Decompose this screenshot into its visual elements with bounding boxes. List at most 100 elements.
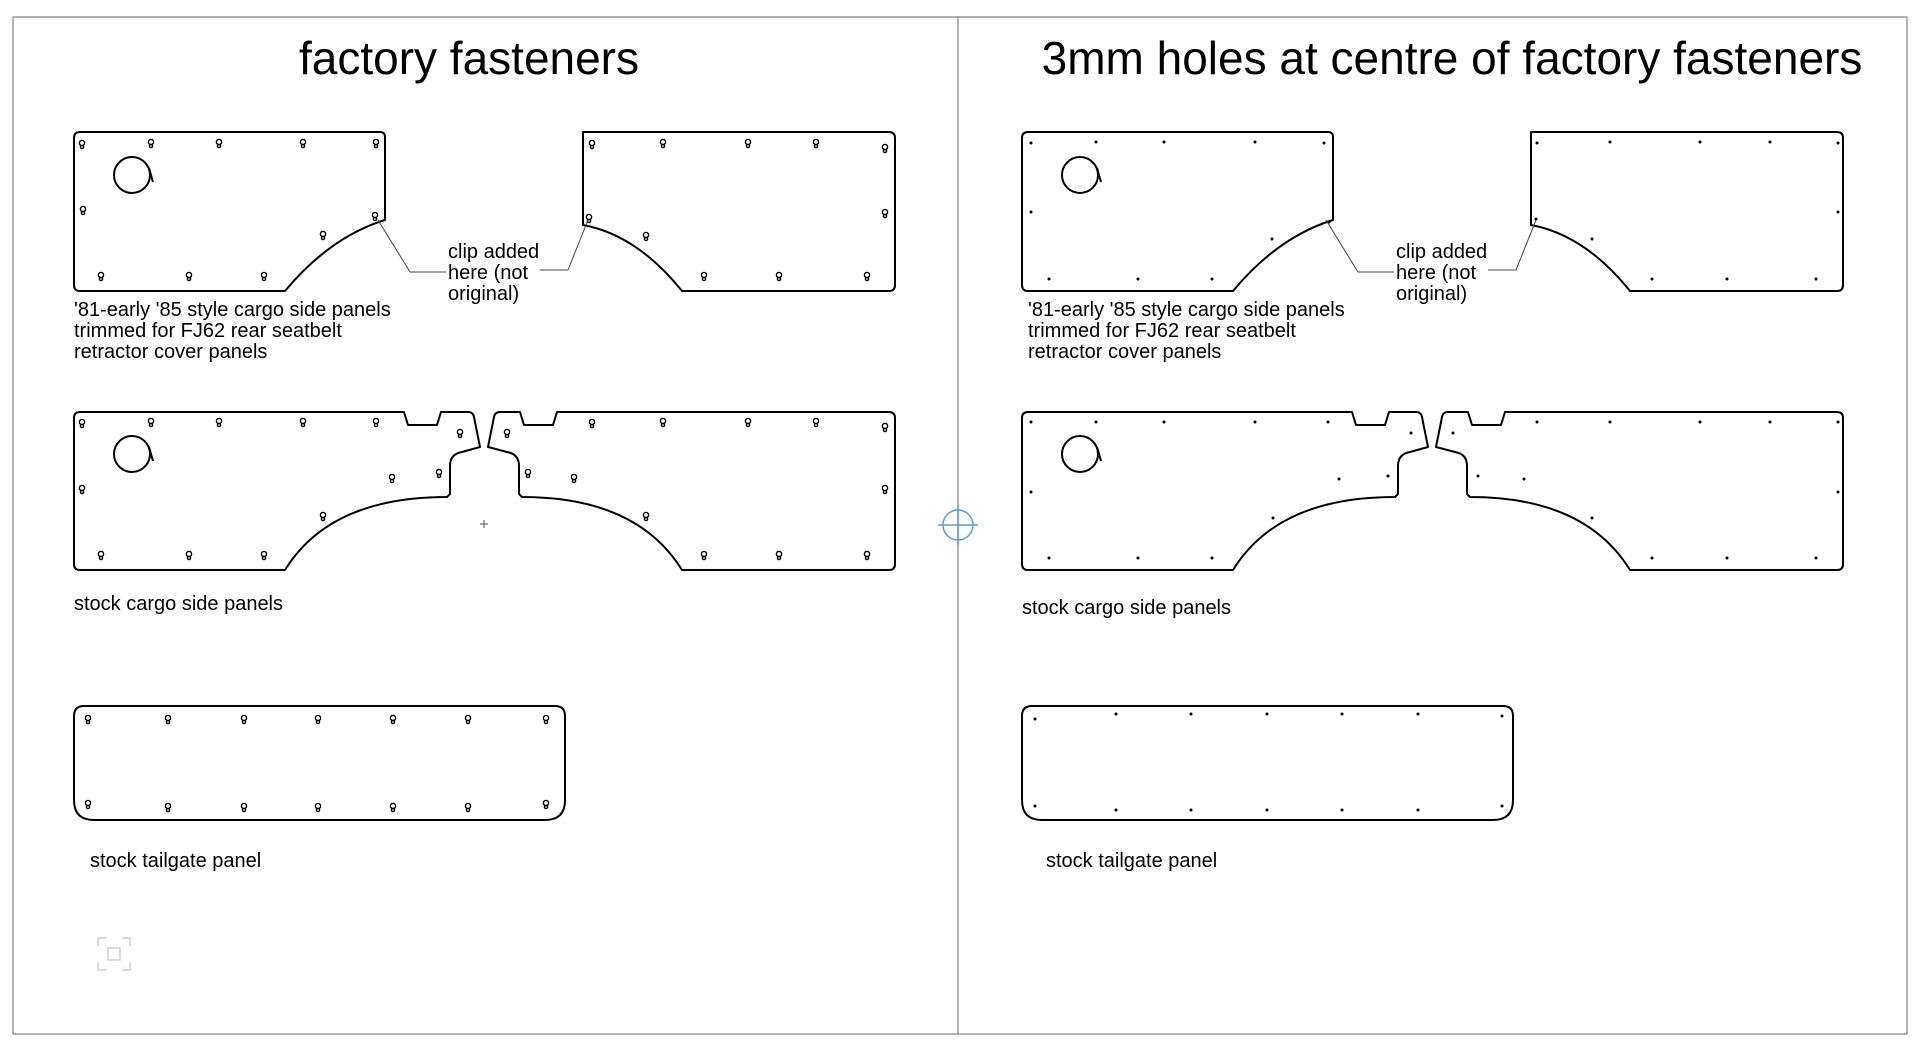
left-cargo-panel-a[interactable] — [73, 411, 481, 571]
fastener-clip — [84, 799, 92, 810]
left-retractor-caption: '81-early '85 style cargo side panels tr… — [74, 299, 396, 363]
fastener-hole — [1033, 804, 1037, 808]
fastener-hole — [1326, 420, 1330, 424]
fastener-hole — [1322, 141, 1326, 145]
fastener-clip — [464, 802, 472, 813]
left-cargo-caption: stock cargo side panels — [74, 593, 283, 615]
left-view: factory fasteners clip added here (not o… — [73, 32, 896, 971]
fastener-clip — [185, 271, 193, 282]
right-retractor-panel-a[interactable] — [1021, 131, 1334, 292]
fastener-clip — [775, 550, 783, 561]
fastener-hole — [1210, 556, 1214, 560]
fastener-hole — [1500, 714, 1504, 718]
fastener-hole — [1029, 420, 1033, 424]
right-cargo-b-holes — [1451, 420, 1840, 560]
fastener-hole — [1836, 210, 1840, 214]
right-tailgate-panel[interactable] — [1021, 705, 1514, 821]
fastener-clip — [147, 417, 155, 428]
fastener-clip — [260, 271, 268, 282]
fastener-hole — [1725, 277, 1729, 281]
fastener-clip — [435, 468, 443, 479]
fastener-clip — [79, 205, 87, 216]
right-retractor-b-holes — [1534, 140, 1840, 281]
fastener-hole — [1535, 141, 1539, 145]
left-retractor-b-fasteners — [585, 138, 889, 282]
fastener-hole — [1340, 712, 1344, 716]
right-retractor-panel-b[interactable] — [1530, 131, 1844, 292]
fastener-clip — [542, 799, 550, 810]
fastener-clip — [164, 802, 172, 813]
crosshair-icon[interactable] — [938, 505, 978, 545]
fastener-clip — [881, 143, 889, 154]
fastener-clip — [299, 417, 307, 428]
fastener-hole — [1162, 420, 1166, 424]
fastener-clip — [812, 138, 820, 149]
fastener-clip — [744, 138, 752, 149]
fastener-clip — [881, 208, 889, 219]
fastener-clip — [700, 550, 708, 561]
right-clip-leader-a — [1325, 219, 1394, 273]
fastener-clip — [78, 418, 86, 429]
fastener-clip — [570, 473, 578, 484]
left-retractor-panel-a[interactable] — [73, 131, 386, 292]
fastener-clip — [78, 139, 86, 150]
right-view: 3mm holes at centre of factory fasteners… — [1021, 32, 1862, 872]
fastener-clip — [78, 484, 86, 495]
sheet-frame — [12, 16, 1908, 1035]
fastener-hole — [1386, 474, 1390, 478]
fit-view-icon[interactable] — [97, 937, 131, 971]
fastener-hole — [1029, 210, 1033, 214]
fastener-hole — [1698, 420, 1702, 424]
right-cargo-panel-a[interactable] — [1021, 411, 1429, 571]
fastener-clip — [319, 511, 327, 522]
left-clip-note: clip added here (not original) — [448, 241, 545, 305]
fastener-clip — [881, 422, 889, 433]
fastener-clip — [524, 468, 532, 479]
fastener-hole — [1189, 712, 1193, 716]
left-cargo-panel-b[interactable] — [487, 411, 896, 571]
left-clip-leader-b — [540, 219, 589, 271]
right-cargo-panel-b[interactable] — [1435, 411, 1844, 571]
fastener-clip — [542, 714, 550, 725]
fastener-clip — [588, 418, 596, 429]
fastener-hole — [1409, 431, 1413, 435]
fastener-hole — [1608, 140, 1612, 144]
fastener-hole — [1114, 808, 1118, 812]
fastener-hole — [1590, 237, 1594, 241]
fastener-hole — [1650, 556, 1654, 560]
fastener-clip — [863, 271, 871, 282]
left-clip-leader-a — [377, 219, 446, 273]
fastener-clip — [240, 714, 248, 725]
fastener-clip — [503, 428, 511, 439]
fastener-hole — [1047, 277, 1051, 281]
fastener-hole — [1768, 420, 1772, 424]
fastener-clip — [319, 230, 327, 241]
fastener-clip — [215, 417, 223, 428]
fastener-hole — [1033, 717, 1037, 721]
fastener-clip — [215, 138, 223, 149]
fastener-hole — [1189, 808, 1193, 812]
fastener-hole — [1094, 420, 1098, 424]
fastener-clip — [147, 138, 155, 149]
fastener-hole — [1162, 140, 1166, 144]
left-retractor-panel-b[interactable] — [582, 131, 896, 292]
fastener-hole — [1814, 277, 1818, 281]
fastener-hole — [1768, 140, 1772, 144]
fastener-clip — [185, 550, 193, 561]
fastener-hole — [1029, 141, 1033, 145]
fastener-hole — [1535, 420, 1539, 424]
left-tailgate-panel[interactable] — [73, 705, 566, 821]
fastener-hole — [1094, 140, 1098, 144]
left-cargo-a-fasteners — [78, 417, 464, 561]
fastener-hole — [1650, 277, 1654, 281]
fastener-hole — [1210, 277, 1214, 281]
fastener-clip — [314, 802, 322, 813]
fastener-clip — [389, 802, 397, 813]
fastener-clip — [744, 417, 752, 428]
right-clip-note: clip added here (not original) — [1396, 241, 1493, 305]
fastener-clip — [775, 271, 783, 282]
left-tailgate-caption: stock tailgate panel — [90, 850, 261, 872]
fastener-hole — [1270, 237, 1274, 241]
fastener-clip — [389, 714, 397, 725]
